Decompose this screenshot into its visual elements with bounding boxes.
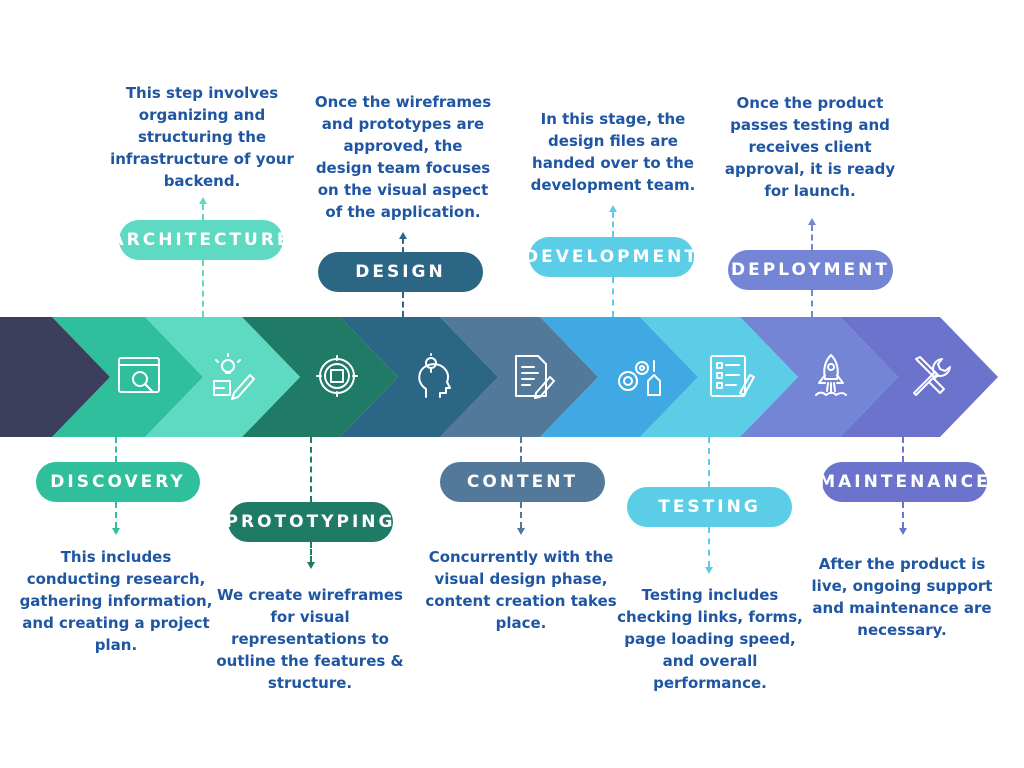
gears-tools-icon xyxy=(614,353,661,399)
label-testing: TESTING xyxy=(627,487,792,527)
arrowhead-design xyxy=(399,232,407,239)
arrowhead-deployment xyxy=(808,218,816,225)
arrowhead-prototyping xyxy=(307,562,315,569)
document-pen-icon xyxy=(510,353,556,399)
connector-development xyxy=(612,277,614,317)
connector-design xyxy=(402,292,404,317)
label-deployment: DEPLOYMENT xyxy=(728,250,893,290)
connector-development-upper xyxy=(612,212,614,237)
connector-architecture-upper xyxy=(202,204,204,220)
label-design: DESIGN xyxy=(318,252,483,292)
rocket-icon xyxy=(808,353,854,399)
description-content: Concurrently with the visual design phas… xyxy=(425,548,617,632)
arrowhead-development xyxy=(609,205,617,212)
connector-deployment xyxy=(811,290,813,317)
connector-testing xyxy=(708,437,710,487)
connector-maintenance-lower xyxy=(902,502,904,528)
description-maintenance: After the product is live, ongoing suppo… xyxy=(811,555,993,639)
arrowhead-architecture xyxy=(199,197,207,204)
wrench-screwdriver-icon xyxy=(908,353,954,399)
description-testing: Testing includes checking links, forms, … xyxy=(617,586,803,692)
description-architecture: This step involves organizing and struct… xyxy=(110,84,294,190)
head-lightbulb-icon xyxy=(412,353,458,399)
label-prototyping: PROTOTYPING xyxy=(226,502,393,542)
arrowhead-content xyxy=(517,528,525,535)
label-discovery: DISCOVERY xyxy=(36,462,200,502)
connector-content-lower xyxy=(520,502,522,528)
label-content: CONTENT xyxy=(440,462,605,502)
connector-content xyxy=(520,437,522,462)
connector-prototyping-lower xyxy=(310,542,312,562)
arrowhead-discovery xyxy=(112,528,120,535)
description-development: In this stage, the design files are hand… xyxy=(530,110,696,194)
label-architecture: ARCHITECTURE xyxy=(110,220,289,260)
gear-cube-icon xyxy=(314,353,360,399)
label-development: DEVELOPMENT xyxy=(524,237,696,277)
connector-testing-lower xyxy=(708,527,710,567)
connector-design-upper xyxy=(402,239,404,252)
description-design: Once the wireframes and prototypes are a… xyxy=(314,93,492,221)
connector-discovery-lower xyxy=(115,502,117,528)
connector-discovery xyxy=(115,437,117,462)
chevron-architecture xyxy=(145,317,300,437)
browser-search-icon xyxy=(116,353,162,399)
chevron-discovery xyxy=(52,317,203,437)
connector-architecture xyxy=(202,260,204,317)
arrowhead-testing xyxy=(705,567,713,574)
connector-prototyping xyxy=(310,437,312,502)
chevron-maintenance xyxy=(840,317,998,437)
connector-deployment-upper xyxy=(811,225,813,250)
label-maintenance: MAINTENANCE xyxy=(818,462,988,502)
description-prototyping: We create wireframes for visual represen… xyxy=(216,586,404,692)
chevron-deployment xyxy=(740,317,898,437)
idea-pencil-icon xyxy=(210,353,256,400)
arrowhead-maintenance xyxy=(899,528,907,535)
chevron-lead xyxy=(0,317,110,437)
description-discovery: This includes conducting research, gathe… xyxy=(19,548,213,654)
checklist-icon xyxy=(708,353,755,399)
connector-maintenance xyxy=(902,437,904,462)
description-deployment: Once the product passes testing and rece… xyxy=(724,94,896,200)
chevron-content xyxy=(440,317,598,437)
